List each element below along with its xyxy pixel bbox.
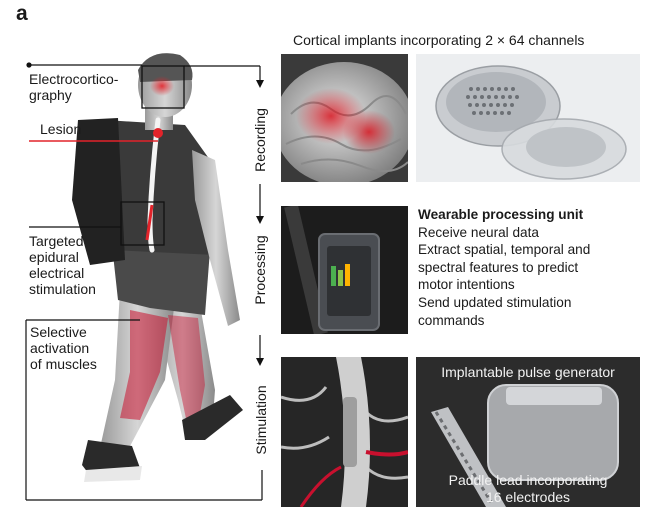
muscle-activation-label: Selective activation of muscles — [30, 324, 97, 372]
pulse-generator-render — [416, 357, 640, 507]
wearable-title: Wearable processing unit — [418, 207, 584, 222]
lesion-label: Lesion — [40, 121, 82, 137]
stimulation-lead — [145, 204, 154, 241]
muscle-activation-front — [120, 310, 168, 420]
arm — [192, 150, 240, 326]
spinal-lead-render — [281, 357, 408, 507]
processing-arrow-head — [256, 216, 264, 224]
brain-implant-photo — [281, 54, 408, 182]
front-shoe-sole — [84, 466, 142, 482]
wearable-unit-render — [281, 206, 408, 334]
stage-recording-label: Recording — [252, 108, 268, 172]
shirt — [98, 120, 215, 255]
lesion-marker — [153, 128, 163, 138]
cortical-implant-caption: Cortical implants incorporating 2 × 64 c… — [293, 32, 585, 48]
pulse-generator-photo: Implantable pulse generator Paddle lead … — [416, 357, 640, 507]
spinal-cord-lead-photo — [281, 357, 408, 507]
stimulation-label: Targeted epidural electrical stimulation — [29, 233, 96, 297]
wearable-processing-unit-photo — [281, 206, 408, 334]
wearable-processing-description: Wearable processing unit Receive neural … — [418, 206, 643, 329]
back-shoe — [182, 395, 243, 440]
hair — [138, 53, 193, 82]
brain-activity — [150, 76, 174, 96]
ipg-caption: Implantable pulse generator — [441, 364, 615, 380]
backpack — [72, 118, 125, 265]
shorts — [112, 245, 210, 315]
cortical-implant-device-photo — [416, 54, 640, 182]
ecog-callout-box — [141, 65, 185, 109]
ecog-label: Electrocortico- graphy — [29, 71, 119, 103]
implant-device-render — [435, 65, 627, 180]
stage-stimulation-label: Stimulation — [253, 385, 269, 455]
muscle-activation-back — [168, 315, 205, 428]
stimulation-arrow-head — [256, 358, 264, 366]
panel-label: a — [16, 2, 28, 25]
brain-render — [281, 62, 408, 182]
stage-processing-label: Processing — [252, 235, 268, 305]
recording-arrow-head — [256, 80, 264, 88]
stimulation-callout-box — [120, 201, 165, 246]
paddle-lead-caption: Paddle lead incorporating 16 electrodes — [448, 472, 608, 505]
